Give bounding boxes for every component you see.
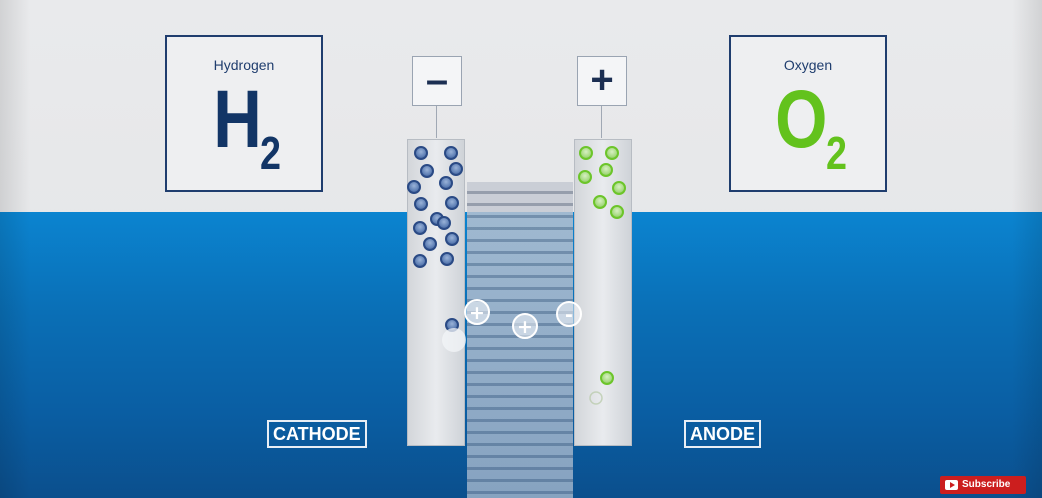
hydrogen-bubble <box>445 196 459 210</box>
oxygen-symbol: O <box>775 74 827 165</box>
hydrogen-bubble <box>439 176 453 190</box>
hydrogen-bubble <box>414 146 428 160</box>
youtube-play-icon <box>945 480 958 490</box>
vignette-left <box>0 0 30 498</box>
ions: + + - <box>464 299 582 339</box>
positive-ion-sign: + <box>469 302 485 324</box>
hydrogen-bubble <box>444 146 458 160</box>
anode-wire <box>601 106 602 138</box>
oxygen-bubble <box>612 181 626 195</box>
hydrogen-bubble-faint <box>442 328 466 352</box>
vignette-right <box>1012 0 1042 498</box>
cathode-label: CATHODE <box>267 420 367 448</box>
hydrogen-subscript: 2 <box>259 127 281 179</box>
positive-ion: + <box>464 299 490 325</box>
hydrogen-bubble <box>413 221 427 235</box>
oxygen-bubble <box>610 205 624 219</box>
positive-terminal: + <box>577 56 627 106</box>
hydrogen-bubble <box>407 180 421 194</box>
hydrogen-bubbles <box>407 146 466 352</box>
hydrogen-formula: H2 <box>167 74 321 177</box>
oxygen-formula: O2 <box>731 74 885 177</box>
oxygen-bubble <box>579 146 593 160</box>
hydrogen-bubble <box>449 162 463 176</box>
hydrogen-bubble <box>414 197 428 211</box>
anode-label: ANODE <box>684 420 762 448</box>
oxygen-label: Oxygen <box>783 57 833 73</box>
hydrogen-bubble <box>420 164 434 178</box>
hydrogen-bubble <box>413 254 427 268</box>
hydrogen-label: Hydrogen <box>213 57 275 73</box>
hydrogen-box: Hydrogen H2 <box>165 35 323 192</box>
oxygen-box: Oxygen O2 <box>729 35 887 192</box>
oxygen-subscript: 2 <box>826 127 848 179</box>
membrane <box>467 182 573 498</box>
negative-ion-sign: - <box>565 304 573 326</box>
membrane-water-shade <box>467 212 573 498</box>
negative-terminal: – <box>412 56 462 106</box>
hydrogen-bubble <box>440 252 454 266</box>
hydrogen-bubble <box>423 237 437 251</box>
oxygen-bubbles <box>578 146 626 405</box>
oxygen-bubble <box>593 195 607 209</box>
hydrogen-bubble <box>437 216 451 230</box>
hydrogen-symbol: H <box>212 74 262 165</box>
positive-ion-sign: + <box>517 316 533 338</box>
negative-ion: - <box>556 301 582 327</box>
oxygen-bubble <box>599 163 613 177</box>
subscribe-label: Subscribe <box>962 479 1011 490</box>
oxygen-bubble <box>605 146 619 160</box>
hydrogen-bubble <box>445 232 459 246</box>
oxygen-bubble <box>600 371 614 385</box>
positive-ion: + <box>512 313 538 339</box>
oxygen-bubble-faint <box>589 391 603 405</box>
cathode-wire <box>436 106 437 138</box>
subscribe-button[interactable]: Subscribe <box>940 476 1026 494</box>
oxygen-bubble <box>578 170 592 184</box>
